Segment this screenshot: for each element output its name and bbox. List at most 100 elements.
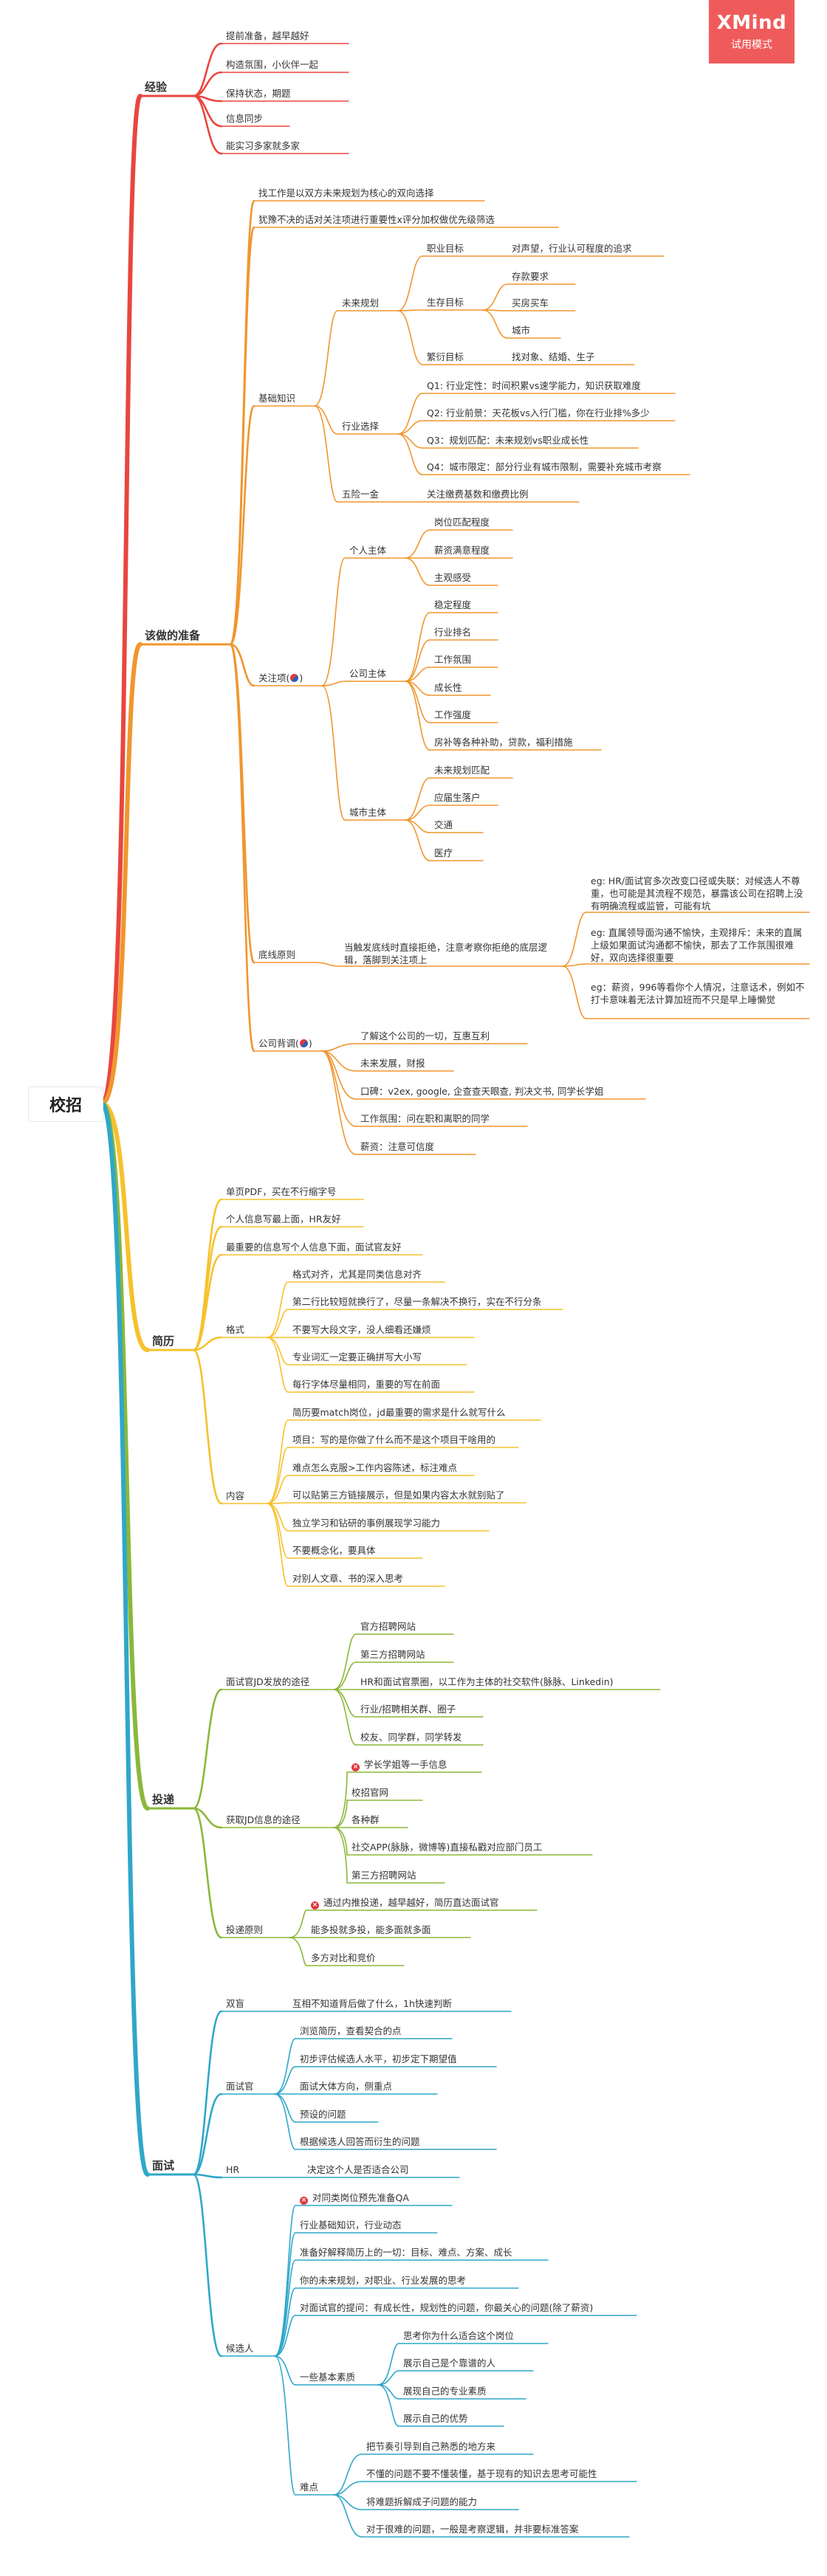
topic-fmt-5[interactable]: 每行字体尽量相同，重要的写在前面 xyxy=(292,1379,440,1391)
topic-ind-q2[interactable]: Q2: 行业前景：天花板vs入行门槛，你在行业排%多少 xyxy=(427,407,650,419)
topic-exp-3[interactable]: 保持状态，期题 xyxy=(226,88,291,100)
topic-company-6[interactable]: 房补等各种补助，贷款，福利措施 xyxy=(434,737,573,748)
topic-prep-a[interactable]: 找工作是以双方未来规划为核心的双向选择 xyxy=(258,187,434,199)
topic-format[interactable]: 格式 xyxy=(226,1324,244,1336)
topic-cand-3[interactable]: 准备好解释简历上的一切：目标、难点、方案、成长 xyxy=(300,2247,512,2259)
topic-personal[interactable]: 个人主体 xyxy=(349,545,386,557)
topic-company-2[interactable]: 行业排名 xyxy=(434,627,471,638)
topic-bottom-eg3[interactable]: eg：薪资，996等看你个人情况，注意话术，例如不打卡意味着无法计算加班而不只是… xyxy=(591,981,805,1006)
topic-iv-3[interactable]: 面试大体方向，侧重点 xyxy=(300,2081,392,2093)
topic-personal-2[interactable]: 薪资满意程度 xyxy=(434,545,490,557)
topic-bottom-eg2[interactable]: eg: 直属领导面沟通不愉快，主观排斥：未来的直属上级如果面试沟通都不愉快，那去… xyxy=(591,926,805,964)
topic-difficult[interactable]: 难点 xyxy=(300,2482,318,2493)
topic-life-3[interactable]: 城市 xyxy=(512,325,530,337)
topic-city-1[interactable]: 未来规划匹配 xyxy=(434,765,490,776)
topic-diff-2[interactable]: 不懂的问题不要不懂装懂，基于现有的知识去思考可能性 xyxy=(366,2468,597,2480)
topic-res-1[interactable]: 单页PDF，买在不行缩字号 xyxy=(226,1186,336,1198)
topic-insurance-1[interactable]: 关注缴费基数和缴费比例 xyxy=(427,489,529,500)
topic-personal-1[interactable]: 岗位匹配程度 xyxy=(434,517,490,528)
topic-deliver[interactable]: 投递 xyxy=(152,1794,174,1805)
topic-cnt-4[interactable]: 可以贴第三方链接展示，但是如果内容太水就别贴了 xyxy=(292,1490,505,1501)
topic-cnt-1[interactable]: 简历要match岗位，jd最重要的需求是什么就写什么 xyxy=(292,1407,505,1419)
topic-family[interactable]: 繁衍目标 xyxy=(427,351,464,363)
topic-double[interactable]: 双盲 xyxy=(226,1998,244,2010)
topic-future[interactable]: 未来规划 xyxy=(342,297,379,309)
topic-industry[interactable]: 行业选择 xyxy=(342,421,379,433)
topic-exp-2[interactable]: 构造氛围，小伙伴一起 xyxy=(226,59,318,71)
topic-personal-3[interactable]: 主观感受 xyxy=(434,572,471,584)
topic-ind-q4[interactable]: Q4：城市限定：部分行业有城市限制，需要补充城市考察 xyxy=(427,461,662,473)
topic-cnt-7[interactable]: 对别人文章、书的深入思考 xyxy=(292,1573,403,1585)
topic-career[interactable]: 职业目标 xyxy=(427,243,464,255)
topic-get-4[interactable]: 社交APP(脉脉，微博等)直接私戳对应部门员工 xyxy=(351,1842,542,1853)
topic-iv-1[interactable]: 浏览简历，查看契合的点 xyxy=(300,2025,402,2037)
topic-bg-5[interactable]: 薪资：注意可信度 xyxy=(360,1141,434,1153)
topic-jd-4[interactable]: 行业/招聘相关群、圈子 xyxy=(360,1704,456,1715)
topic-company-5[interactable]: 工作强度 xyxy=(434,709,471,721)
topic-city-3[interactable]: 交通 xyxy=(434,819,453,831)
topic-life-1[interactable]: 存款要求 xyxy=(512,271,549,283)
topic-city-2[interactable]: 应届生落户 xyxy=(434,792,481,804)
topic-get-1[interactable]: ×学长学姐等一手信息 xyxy=(351,1759,447,1771)
topic-res-2[interactable]: 个人信息写最上面，HR友好 xyxy=(226,1213,341,1225)
topic-fmt-2[interactable]: 第二行比较短就换行了，尽量一条解决不换行，实在不行分条 xyxy=(292,1296,542,1308)
topic-res-3[interactable]: 最重要的信息写个人信息下面，面试官友好 xyxy=(226,1241,402,1253)
topic-city[interactable]: 城市主体 xyxy=(349,807,386,819)
topic-ind-q3[interactable]: Q3：规划匹配：未来规划vs职业成长性 xyxy=(427,435,588,447)
topic-jd-5[interactable]: 校友、同学群，同学转发 xyxy=(360,1732,462,1743)
topic-ind-q1[interactable]: Q1: 行业定性：时间积累vs速学能力，知识获取难度 xyxy=(427,380,641,392)
topic-jd-3[interactable]: HR和面试官票圈，以工作为主体的社交软件(脉脉、Linkedin) xyxy=(360,1676,614,1688)
topic-life[interactable]: 生存目标 xyxy=(427,297,464,309)
topic-get-path[interactable]: 获取JD信息的途径 xyxy=(226,1814,301,1826)
topic-basic-3[interactable]: 展现自己的专业素质 xyxy=(403,2386,487,2397)
topic-bg-4[interactable]: 工作氛围：问在职和离职的同学 xyxy=(360,1113,490,1125)
topic-fmt-1[interactable]: 格式对齐，尤其是同类信息对齐 xyxy=(292,1269,422,1281)
topic-company-4[interactable]: 成长性 xyxy=(434,682,462,694)
topic-jd-2[interactable]: 第三方招聘网站 xyxy=(360,1649,425,1661)
topic-basic[interactable]: 一些基本素质 xyxy=(300,2372,355,2383)
topic-candidate[interactable]: 候选人 xyxy=(226,2343,254,2355)
topic-family-1[interactable]: 找对象、结婚、生子 xyxy=(512,351,595,363)
topic-jd-1[interactable]: 官方招聘网站 xyxy=(360,1621,416,1633)
topic-resume[interactable]: 简历 xyxy=(152,1335,174,1347)
topic-company[interactable]: 公司主体 xyxy=(349,668,386,680)
topic-cnt-2[interactable]: 项目：写的是你做了什么而不是这个项目干啥用的 xyxy=(292,1434,495,1446)
topic-bottom[interactable]: 底线原则 xyxy=(258,949,295,961)
topic-diff-1[interactable]: 把节奏引导到自己熟悉的地方来 xyxy=(366,2441,495,2453)
topic-get-5[interactable]: 第三方招聘网站 xyxy=(351,1870,416,1881)
topic-hr[interactable]: HR xyxy=(226,2164,239,2176)
root-topic[interactable]: 校招 xyxy=(28,1086,103,1122)
topic-basic-2[interactable]: 展示自己是个靠谱的人 xyxy=(403,2358,495,2369)
topic-bottom-eg1[interactable]: eg: HR/面试官多次改变口径或失联：对候选人不尊重，也可能是其流程不规范，暴… xyxy=(591,875,805,912)
topic-fmt-3[interactable]: 不要写大段文字，没人细看还嫌烦 xyxy=(292,1324,431,1336)
topic-get-3[interactable]: 各种群 xyxy=(351,1814,380,1826)
topic-company-3[interactable]: 工作氛围 xyxy=(434,654,471,666)
topic-iv-4[interactable]: 预设的问题 xyxy=(300,2109,346,2121)
topic-company-1[interactable]: 稳定程度 xyxy=(434,599,471,611)
topic-cnt-6[interactable]: 不要概念化，要具体 xyxy=(292,1545,376,1557)
topic-get-2[interactable]: 校招官网 xyxy=(351,1787,388,1799)
topic-basic-4[interactable]: 展示自己的优势 xyxy=(403,2413,468,2425)
topic-cand-1[interactable]: ×对同类岗位预先准备QA xyxy=(300,2192,409,2205)
topic-exp-1[interactable]: 提前准备，越早越好 xyxy=(226,30,309,42)
topic-iv-5[interactable]: 根据候选人回答而衍生的问题 xyxy=(300,2136,420,2148)
topic-iv-2[interactable]: 初步评估候选人水平，初步定下期望值 xyxy=(300,2053,457,2065)
topic-cnt-5[interactable]: 独立学习和钻研的事例展现学习能力 xyxy=(292,1518,440,1529)
topic-cnt-3[interactable]: 难点怎么克服>工作内容陈述，标注难点 xyxy=(292,1462,457,1474)
topic-basic-1[interactable]: 思考你为什么适合这个岗位 xyxy=(403,2330,514,2342)
topic-career-1[interactable]: 对声望，行业认可程度的追求 xyxy=(512,243,632,255)
topic-prep-b[interactable]: 犹豫不决的话对关注项进行重要性x评分加权做优先级筛选 xyxy=(258,214,495,226)
topic-prep[interactable]: 该做的准备 xyxy=(145,630,200,641)
topic-exp-4[interactable]: 信息同步 xyxy=(226,113,263,125)
topic-bg-3[interactable]: 口碑：v2ex, google, 企查查天眼查, 判决文书, 同学长学姐 xyxy=(360,1086,603,1098)
topic-insurance[interactable]: 五险一金 xyxy=(342,489,379,500)
topic-rule-1[interactable]: ×通过内推投递，越早越好，简历直达面试官 xyxy=(311,1897,499,1909)
topic-bg[interactable]: 公司背调() xyxy=(258,1038,312,1049)
topic-deliver-rule[interactable]: 投递原则 xyxy=(226,1924,263,1936)
topic-interviewer[interactable]: 面试官 xyxy=(226,2081,254,2093)
topic-exp-5[interactable]: 能实习多家就多家 xyxy=(226,140,300,152)
topic-interview[interactable]: 面试 xyxy=(152,2160,174,2172)
topic-cand-5[interactable]: 对面试官的提问：有成长性，规划性的问题，你最关心的问题(除了薪资) xyxy=(300,2302,593,2314)
topic-bottom-1[interactable]: 当触发底线时直接拒绝，注意考察你拒绝的底层逻辑，落脚到关注项上 xyxy=(344,941,558,966)
topic-exp[interactable]: 经验 xyxy=(145,81,167,93)
